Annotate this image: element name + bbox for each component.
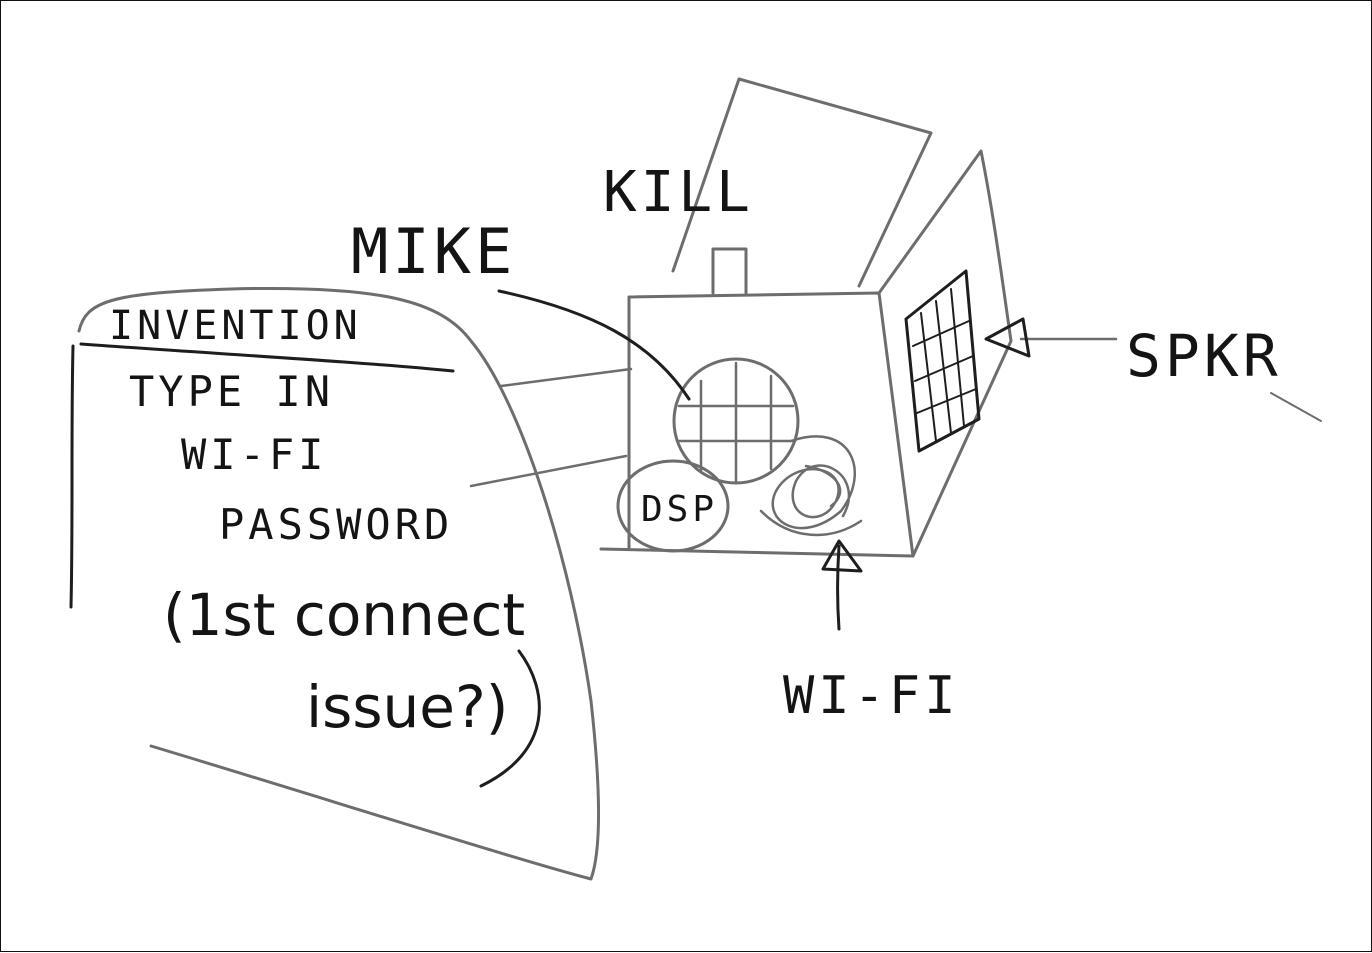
callout-line-2: WI-FI [181, 430, 327, 479]
device-hinge [711, 247, 748, 295]
wifi-arrow-head [821, 539, 863, 573]
callout-line-3: PASSWORD [219, 500, 453, 549]
annotations [497, 289, 1322, 631]
callout-line-1: TYPE IN [129, 367, 334, 416]
callout-divider [79, 342, 455, 373]
dsp-chip [616, 459, 730, 553]
callout-panel: INVENTION TYPE IN WI-FI PASSWORD (1st co… [69, 286, 633, 881]
callout-left-edge [69, 344, 75, 609]
speaker-grille [904, 269, 981, 453]
speaker-arrow-head [984, 317, 1031, 358]
device-side-face [877, 149, 1013, 558]
speaker-slats [912, 288, 977, 442]
device-lid [671, 77, 933, 288]
dsp-label: DSP [641, 489, 718, 530]
speaker-label: SPKR [1126, 322, 1282, 390]
callout-outline [77, 286, 600, 881]
speaker-outline [904, 269, 981, 453]
internal-components: DSP [616, 357, 863, 553]
callout-pointer-lines [469, 367, 633, 488]
wifi-label: WI-FI [783, 666, 960, 726]
kill-label: KILL [603, 160, 754, 225]
mic-circle [672, 357, 800, 485]
callout-header: INVENTION [109, 303, 362, 349]
callout-note-2: issue?) [306, 673, 508, 741]
wifi-leader-line [836, 544, 841, 631]
callout-paren-close [479, 649, 541, 788]
wifi-module [759, 435, 863, 537]
device-box [599, 77, 1013, 558]
speaker-label-tail [1270, 392, 1322, 422]
callout-note-1: (1st connect [163, 581, 525, 649]
mic-grid [675, 361, 797, 483]
mic-leader-line [497, 289, 691, 401]
mike-label: MIKE [351, 215, 516, 288]
